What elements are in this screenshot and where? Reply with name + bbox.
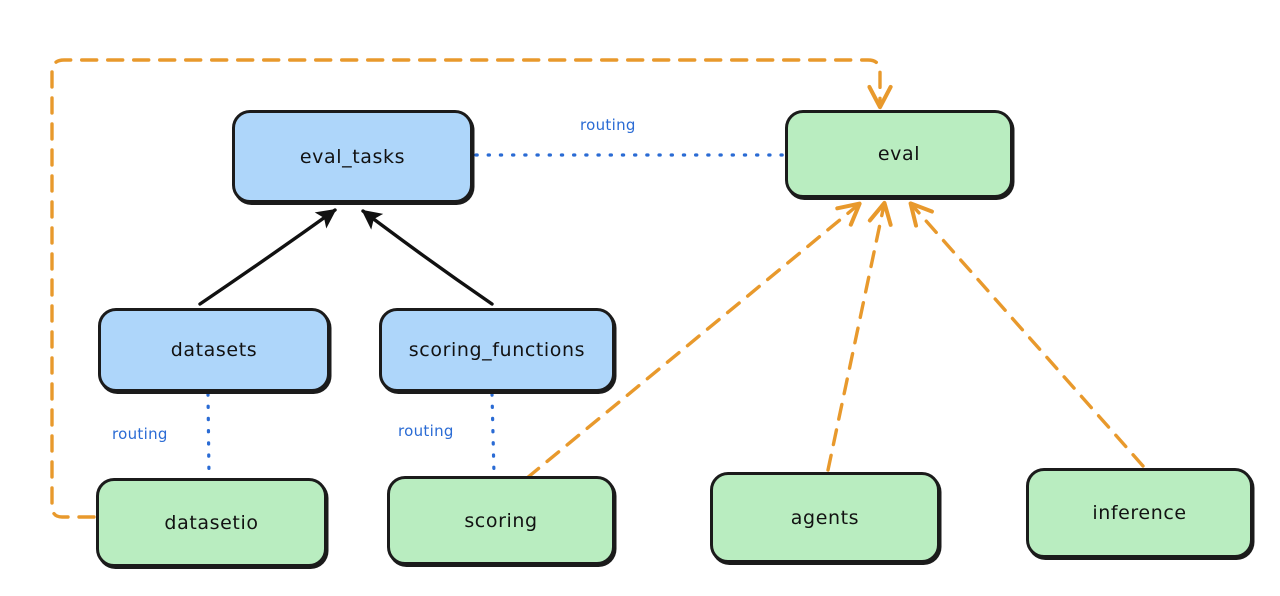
node-label-eval: eval bbox=[877, 143, 921, 165]
node-datasets[interactable]: datasets bbox=[98, 308, 330, 392]
node-agents[interactable]: agents bbox=[710, 472, 940, 563]
node-scoring-functions[interactable]: scoring_functions bbox=[379, 308, 615, 392]
node-label-inference: inference bbox=[1092, 502, 1187, 524]
node-label-agents: agents bbox=[790, 506, 860, 529]
node-datasetio[interactable]: datasetio bbox=[96, 478, 327, 567]
edge-label-routing-datasets: routing bbox=[112, 425, 168, 443]
edge-datasetio-to-eval bbox=[50, 58, 893, 519]
edge-scoring-to-eval bbox=[525, 201, 862, 480]
edge-datasets-to-datasetio bbox=[206, 392, 211, 478]
node-label-scoring-functions: scoring_functions bbox=[408, 339, 586, 361]
node-label-eval-tasks: eval_tasks bbox=[299, 145, 406, 168]
edge-scoring-functions-to-eval-tasks bbox=[361, 209, 494, 306]
node-label-datasets: datasets bbox=[170, 339, 258, 361]
edge-agents-to-eval bbox=[826, 200, 893, 472]
node-eval[interactable]: eval bbox=[785, 110, 1013, 198]
node-label-datasetio: datasetio bbox=[164, 511, 259, 534]
edge-label-routing-eval-tasks: routing bbox=[580, 116, 636, 134]
node-scoring[interactable]: scoring bbox=[387, 476, 615, 565]
edge-scoring-functions-to-scoring bbox=[490, 392, 496, 476]
edge-label-routing-scoring-functions: routing bbox=[398, 422, 454, 440]
node-inference[interactable]: inference bbox=[1026, 468, 1253, 558]
node-label-scoring: scoring bbox=[464, 509, 538, 532]
node-eval-tasks[interactable]: eval_tasks bbox=[232, 110, 473, 203]
edge-datasets-to-eval-tasks bbox=[198, 208, 337, 306]
edge-inference-to-eval bbox=[908, 201, 1145, 468]
